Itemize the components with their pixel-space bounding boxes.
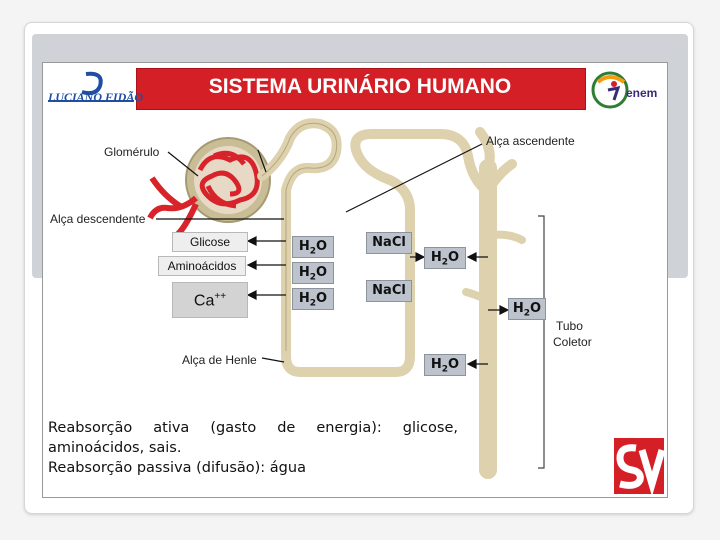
aminoacidos-label: Aminoácidos (158, 256, 246, 276)
h2o-box-1: H2O (292, 236, 334, 258)
nacl-box-2: NaCl (366, 280, 412, 302)
luciano-fidao-logo-text: LUCIANO FIDÃO (48, 90, 144, 104)
alca-de-henle-label: Alça de Henle (182, 353, 257, 367)
tubo-coletor-bracket (538, 215, 545, 469)
pointer-lines (156, 143, 483, 363)
h2o-box-6: H2O (424, 354, 466, 376)
alca-ascendente-label: Alça ascendente (486, 134, 575, 148)
reabsorption-line-1: Reabsorção ativa (gasto de energia): gli… (48, 420, 458, 436)
calcio-label: Ca++ (172, 282, 248, 318)
alca-descendente-label: Alça descendente (50, 212, 146, 226)
nacl-box-1: NaCl (366, 232, 412, 254)
enem-logo-text: enem (626, 86, 658, 100)
reabsorption-line-3: Reabsorção passiva (difusão): água (48, 460, 306, 476)
h2o-box-4: H2O (424, 247, 466, 269)
reabsorption-arrows (246, 236, 510, 369)
loop-of-henle (281, 205, 415, 377)
title-bar (136, 68, 586, 110)
glomerulo-label: Glomérulo (104, 145, 160, 159)
luciano-fidao-logo (46, 68, 136, 108)
h2o-box-2: H2O (292, 262, 334, 284)
enem-logo (588, 68, 664, 112)
glomerulus (197, 150, 260, 209)
sv-logo (614, 438, 666, 497)
reabsorption-text: Reabsorção ativa (gasto de energia): gli… (48, 418, 458, 478)
reabsorption-line-2: aminoácidos, sais. (48, 440, 182, 456)
h2o-box-3: H2O (292, 288, 334, 310)
tubo-coletor-label-line1: Tubo (556, 319, 583, 333)
h2o-box-5: H2O (508, 298, 546, 320)
glicose-label: Glicose (172, 232, 248, 252)
page-title: SISTEMA URINÁRIO HUMANO (208, 75, 512, 98)
calcio-charge: ++ (214, 291, 227, 302)
ascending-limb (350, 129, 493, 215)
calcio-symbol: Ca (193, 292, 215, 310)
tubo-coletor-label-line2: Coletor (553, 335, 592, 349)
